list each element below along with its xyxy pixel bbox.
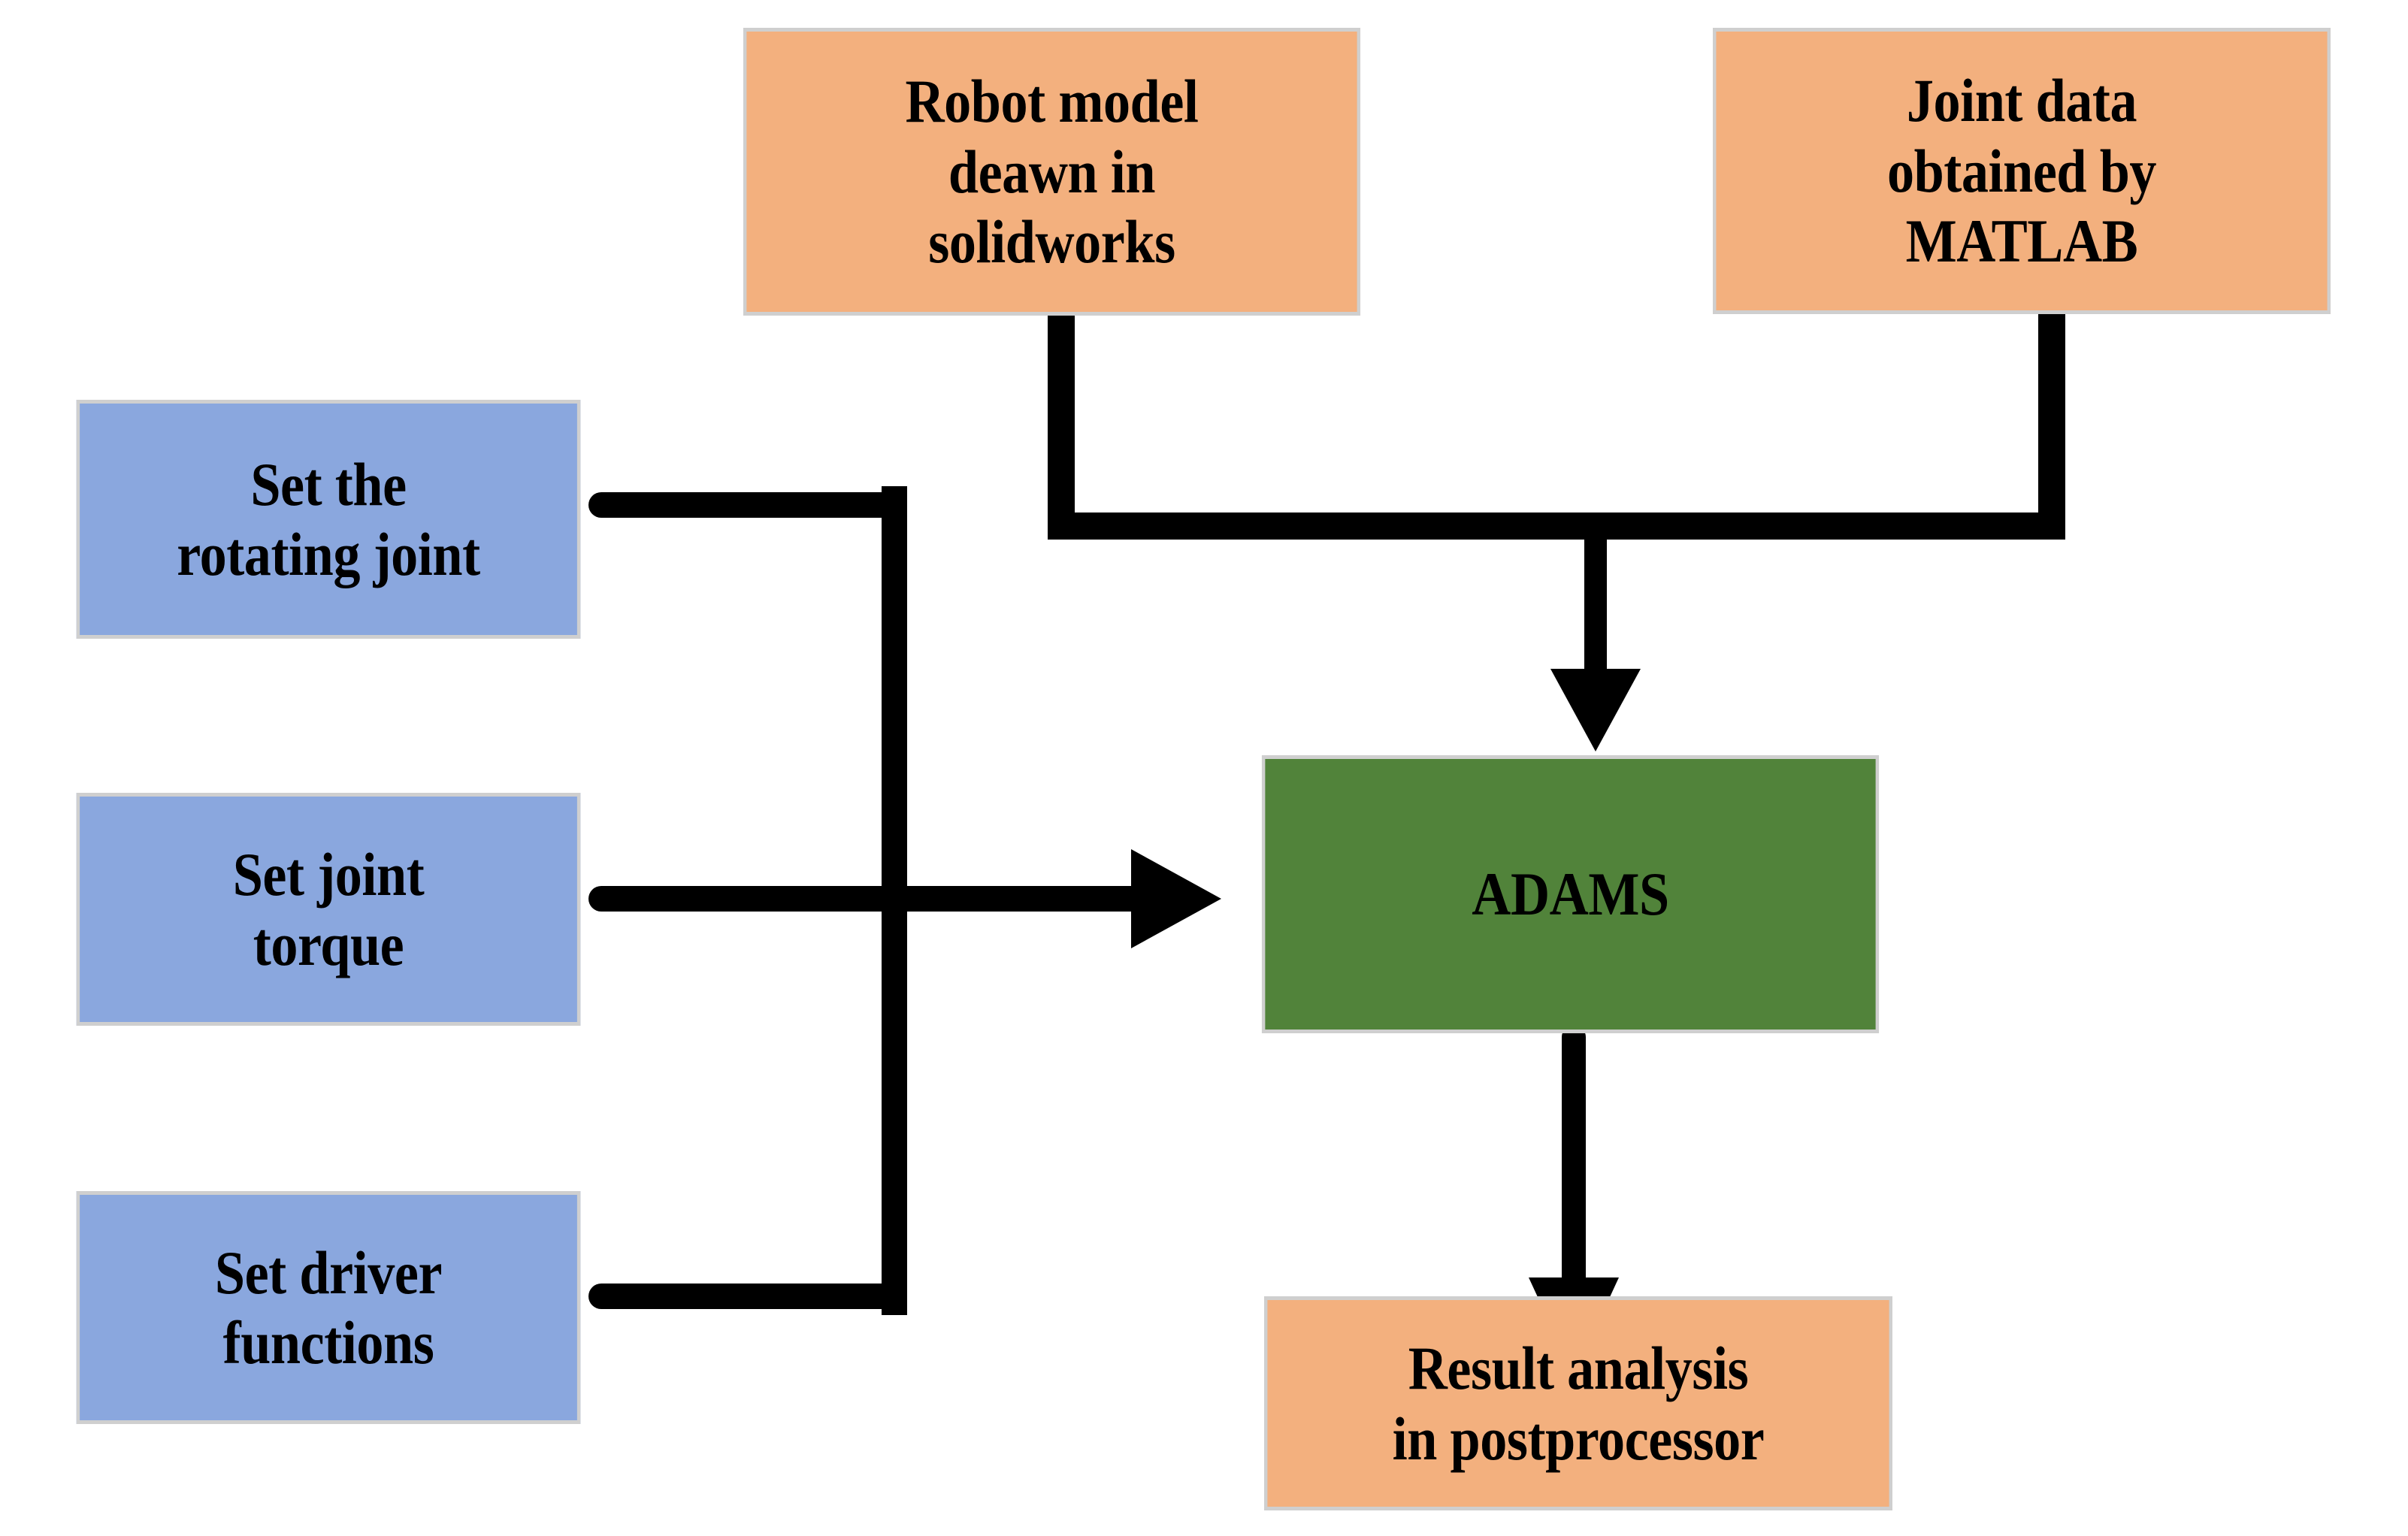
arrowhead-into-adams (1550, 669, 1641, 751)
node-joint-data[interactable]: Joint data obtained by MATLAB (1713, 28, 2331, 314)
node-joint-data-label: Joint data obtained by MATLAB (1886, 66, 2157, 276)
arrowhead-into-adams-left (1131, 849, 1221, 948)
node-set-rotating-joint-label: Set the rotating joint (177, 449, 480, 588)
node-set-joint-torque-label: Set joint torque (232, 839, 425, 978)
node-adams[interactable]: ADAMS (1261, 755, 1880, 1033)
node-set-driver-functions-label: Set driver functions (214, 1238, 443, 1377)
node-result-analysis[interactable]: Result analysis in postprocessor (1264, 1296, 1892, 1510)
edge-top-merge-to-adams (1048, 308, 2065, 676)
node-set-rotating-joint[interactable]: Set the rotating joint (76, 400, 581, 639)
edge-left-spine-to-adams (588, 486, 1170, 1315)
node-set-joint-torque[interactable]: Set joint torque (76, 793, 581, 1026)
node-result-analysis-label: Result analysis in postprocessor (1392, 1334, 1765, 1473)
node-adams-label: ADAMS (1472, 860, 1669, 929)
node-set-driver-functions[interactable]: Set driver functions (76, 1191, 581, 1424)
node-robot-model-label: Robot model deawn in solidworks (905, 67, 1199, 277)
node-robot-model[interactable]: Robot model deawn in solidworks (743, 28, 1361, 316)
